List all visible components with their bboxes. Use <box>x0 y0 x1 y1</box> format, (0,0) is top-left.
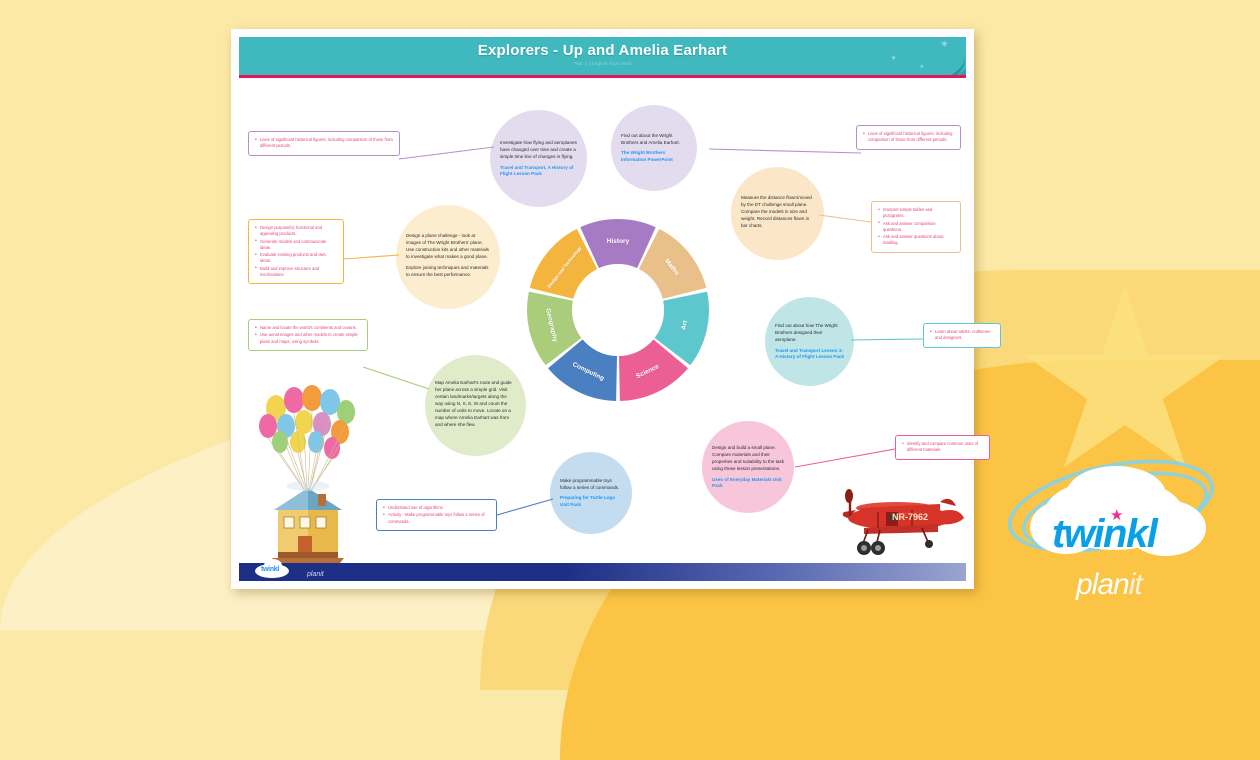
callout-item: Build and improve structure and mechanis… <box>255 265 338 279</box>
callout-dt-objectives[interactable]: Design purposeful, functional and appeal… <box>248 219 344 285</box>
circle-maths-distance[interactable]: Measure the distance flown/moved by the … <box>731 167 824 260</box>
circle-science-build-plane[interactable]: Design and build a small plane. Compare … <box>702 421 794 513</box>
balloon-house-illustration <box>254 382 374 572</box>
brand-planit-italic: it <box>1128 568 1143 601</box>
star-icon: ★ <box>1110 507 1124 524</box>
footer-planit-label: planit <box>307 571 324 578</box>
callout-history-objectives-left[interactable]: Lives of significant historical figures,… <box>248 131 400 156</box>
circle-text: Investigate how flying and aeroplanes ha… <box>500 140 577 160</box>
circle-link[interactable]: Travel and Transport Lesson 3: A History… <box>775 347 845 360</box>
wheel-center-hole <box>572 264 664 356</box>
callout-item: Generate models and communicate ideas. <box>255 238 338 252</box>
callout-item: Evaluate existing products and own ideas… <box>255 252 338 265</box>
circle-art-design-aeroplane[interactable]: Find out about how The Wright Brothers d… <box>765 297 854 386</box>
callout-history-objectives-right[interactable]: Lives of significant historical figures,… <box>856 125 961 150</box>
wheel-segment-science[interactable] <box>618 339 688 401</box>
callout-list: Design purposeful, functional and appeal… <box>255 225 338 278</box>
balloons-icon <box>259 385 355 459</box>
circle-computing-programmable-toys[interactable]: Make programmable toys follow a series o… <box>550 452 632 534</box>
circle-link[interactable]: Travel and Transport, A History of Fligh… <box>500 164 574 177</box>
callout-list: Identify and compare common uses of diff… <box>902 441 984 454</box>
callout-list: Lives of significant historical figures,… <box>255 137 394 150</box>
callout-list: Learn about artists, craftsmen and desig… <box>930 329 995 342</box>
callout-list: Lives of significant historical figures,… <box>863 131 955 144</box>
wheel-segment-maths[interactable] <box>638 228 707 299</box>
callout-item: Lives of significant historical figures,… <box>255 137 394 150</box>
callout-list: Interpret simple tables and pictograms. … <box>878 207 955 247</box>
circle-link[interactable]: Uses of Everyday Materials Unit Pack <box>712 476 782 489</box>
callout-item: Name and locate the world's continents a… <box>255 324 362 332</box>
circle-link[interactable]: The Wright Brothers Information PowerPoi… <box>621 150 673 163</box>
callout-art-objectives[interactable]: Learn about artists, craftsmen and desig… <box>923 323 1001 348</box>
circle-text: Design and build a small plane. Compare … <box>712 445 785 472</box>
wheel-segment-geography[interactable] <box>527 291 582 366</box>
callout-item: Understand use of algorithms. <box>383 504 491 512</box>
callout-item: Use aerial images and other models to cr… <box>255 332 362 345</box>
circle-text: Find out about the Wright Brothers and A… <box>621 133 680 146</box>
page-subtitle: Year 2 | English Topic Web <box>573 61 632 66</box>
circle-history-timeline[interactable]: Investigate how flying and aeroplanes ha… <box>490 110 587 207</box>
circle-text: Make programmable toys follow a series o… <box>560 478 620 491</box>
callout-list: Understand use of algorithms. Activity -… <box>383 504 491 525</box>
callout-geography-objectives[interactable]: Name and locate the world's continents a… <box>248 319 368 351</box>
cloud-icon <box>255 559 289 578</box>
cloud-icon <box>1066 466 1166 524</box>
callout-computing-objectives[interactable]: Understand use of algorithms. Activity -… <box>376 499 497 531</box>
connector-lines <box>343 146 924 516</box>
brand-planit-bold: plan <box>1076 568 1130 601</box>
callout-item: Ask and answer comparison questions. <box>878 220 955 234</box>
callout-item: Activity - Make programmable toys follow… <box>383 512 491 525</box>
header-accent-rule <box>239 75 966 78</box>
callout-item: Ask and answer questions about totalling… <box>878 234 955 247</box>
footer-twinkl-logo: twinkl <box>255 559 301 580</box>
twinkl-planit-branding: ★ twinkl planit <box>999 443 1244 620</box>
circle-link[interactable]: Preparing for Turtle Logo Unit Pack <box>560 495 616 508</box>
callout-list: Name and locate the world's continents a… <box>255 324 362 345</box>
callout-item: Lives of significant historical figures,… <box>863 131 955 144</box>
callout-item: Design purposeful, functional and appeal… <box>255 225 338 238</box>
plane-registration: NR-7962 <box>892 512 928 522</box>
poster-footer: twinkl planit <box>239 559 966 581</box>
house-icon <box>272 481 344 568</box>
circle-dt-design-plane-challenge[interactable]: Design a plane challenge - look at image… <box>396 205 500 309</box>
red-plane-illustration: NR-7962 <box>834 472 969 562</box>
topic-web-poster: ✳ ✳ ✳ Explorers - Up and Amelia Earhart … <box>231 29 1001 589</box>
callout-science-objectives[interactable]: Identify and compare common uses of diff… <box>895 435 990 460</box>
circle-text: Map Amelia Earhart's route and guide her… <box>435 379 512 428</box>
wheel-segment-art[interactable] <box>654 291 709 366</box>
footer-logo-word: twinkl <box>261 566 280 573</box>
sparkle-icon: ✳ <box>940 39 948 49</box>
wheel-svg <box>527 219 709 401</box>
wheel-segment-history[interactable] <box>580 219 656 269</box>
callout-maths-objectives[interactable]: Interpret simple tables and pictograms. … <box>871 201 961 253</box>
callout-item: Identify and compare common uses of diff… <box>902 441 984 454</box>
page-title: Explorers - Up and Amelia Earhart <box>477 42 728 59</box>
wheel-segment-computing[interactable] <box>548 339 618 401</box>
sparkle-icon: ✳ <box>919 64 924 70</box>
sparkle-icon: ✳ <box>890 56 896 62</box>
poster-header: ✳ ✳ ✳ Explorers - Up and Amelia Earhart … <box>239 37 966 75</box>
callout-item: Learn about artists, craftsmen and desig… <box>930 329 995 342</box>
circle-history-wright-brothers[interactable]: Find out about the Wright Brothers and A… <box>611 105 697 191</box>
brand-name: twinkl <box>1052 512 1158 556</box>
circle-text: Design a plane challenge - look at image… <box>406 232 489 259</box>
brand-planit: planit <box>1076 568 1143 602</box>
circle-text: Find out about how The Wright Brothers d… <box>775 323 838 343</box>
circle-text: Measure the distance flown/moved by the … <box>741 194 812 229</box>
circle-geography-map-route[interactable]: Map Amelia Earhart's route and guide her… <box>425 355 526 456</box>
circle-text-secondary: Explore joining techniques and materials… <box>406 265 489 278</box>
wheel-segment-design-and-technology[interactable] <box>529 228 598 299</box>
callout-item: Interpret simple tables and pictograms. <box>878 207 955 220</box>
